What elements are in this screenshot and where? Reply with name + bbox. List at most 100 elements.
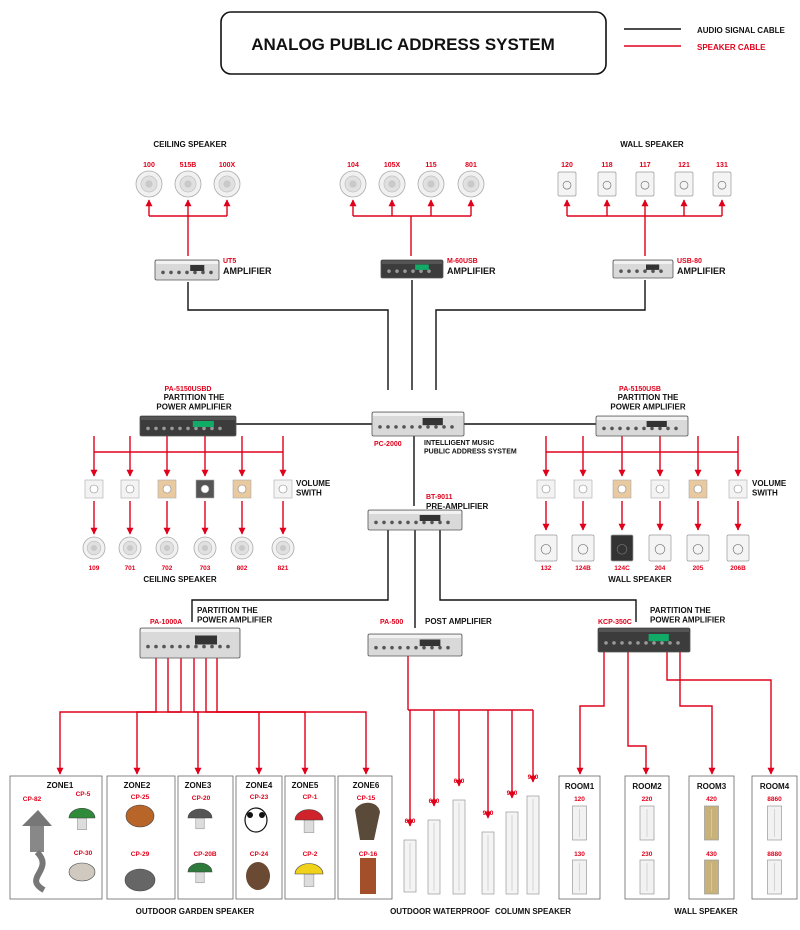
bottom-amp-label: POST AMPLIFIER [425,617,492,626]
knob-icon [427,269,431,273]
model-label: 115 [425,162,436,169]
text-line: POWER AMPLIFIER [650,615,725,624]
chassis [139,627,241,659]
knob-icon [652,641,656,645]
text-line: CP-2 [303,851,318,858]
knob-icon [170,644,174,649]
knob-icon [162,644,166,649]
ceiling-speaker-cone [279,544,287,552]
wall-column-speaker [572,859,587,895]
zone-label: ZONE4 [246,781,273,790]
display-panel [646,421,667,427]
knob-icon [226,644,230,649]
text-line: CP-25 [131,794,150,801]
heading-outdoor-garden: OUTDOOR GARDEN SPEAKER [136,907,255,916]
text-line: AUDIO SIGNAL CABLE [697,26,786,35]
garden-speaker-cap [187,862,213,873]
text-line: 121 [678,162,690,169]
title-frame [220,11,607,75]
model-label: 118 [601,162,612,169]
knob-icon [434,425,438,429]
knob-icon [186,426,190,431]
model-label: CP-30 [74,850,93,857]
model-label: CP-20 [192,795,211,802]
model-label: 801 [465,162,477,169]
knob-icon [398,520,402,525]
knob-icon [659,269,663,273]
room-label: ROOM1 [565,782,595,791]
text-line: AMPLIFIER [447,266,496,276]
volume-control [232,479,252,499]
bottom-amp-model: KCP-350C [598,619,632,626]
text-line: CP-82 [23,796,42,803]
text-line: PUBLIC ADDRESS SYSTEM [424,448,517,455]
model-label: 100 [143,162,155,169]
lantern-speaker-roof [22,810,52,826]
knob-icon [414,645,418,650]
volume-knob-icon [237,484,247,494]
zone-feed [133,658,182,775]
heading-ceiling-mid: CEILING SPEAKER [143,575,217,584]
model-label: CP-20B [193,851,216,858]
knob-icon [634,426,638,431]
knob-icon [178,644,182,649]
room-label: ROOM4 [760,782,790,791]
legend-audio-label: AUDIO SIGNAL CABLE [697,26,786,35]
ceiling-speaker-cone [201,544,209,552]
text-line: PARTITION THE [618,393,679,402]
text-line: 118 [601,162,612,169]
knob-icon [378,425,382,429]
text-line: 220 [642,796,653,803]
text-line: 703 [200,565,211,572]
room-feed [666,652,775,775]
text-line: WALL SPEAKER [620,140,684,149]
wall-speaker [648,534,672,562]
display-panel [419,639,441,647]
wall-speaker [534,534,558,562]
wall-speaker-driver [679,180,689,190]
ceiling-speaker-cone [90,544,98,552]
wall-speaker-driver [717,180,727,190]
labels-layer: ANALOG PUBLIC ADDRESS SYSTEM AUDIO SIGNAL… [23,26,790,916]
text-line: AMPLIFIER [223,266,272,276]
wall-column-speaker [767,805,782,841]
volume-control [120,479,140,499]
knob-icon [430,520,434,525]
model-label: 130 [574,851,585,858]
knob-icon [651,269,655,273]
wall-speaker [597,171,617,197]
wall-speaker-driver [577,544,589,555]
mushroom-speaker-cap [68,807,96,819]
zone-feed [56,658,157,775]
text-line: ROOM3 [697,782,727,791]
ceiling-speaker [271,536,295,560]
text-line: ROOM1 [565,782,595,791]
knob-icon [660,641,664,645]
mushroom-speaker-stem [77,817,87,830]
display-panel [415,264,429,270]
text-line: ANALOG PUBLIC ADDRESS SYSTEM [251,35,555,54]
display-panel [422,418,443,426]
knob-icon [602,426,606,431]
knob-icon [177,270,181,275]
model-label: CP-82 [23,796,42,803]
model-label: 104 [347,162,359,169]
ceiling-speaker [174,170,202,198]
knob-icon [193,270,197,275]
text-line: 117 [639,162,650,169]
devices-layer [9,11,798,900]
text-line: POST AMPLIFIER [425,617,492,626]
wall-speaker-box [557,171,577,197]
ceiling-speaker-cone [388,180,396,188]
text-line: POWER AMPLIFIER [197,615,272,624]
model-label: 701 [125,565,136,572]
display-panel [419,515,441,521]
text-line: POWER AMPLIFIER [156,402,231,411]
model-label: CP-5 [76,791,91,798]
knob-icon [146,644,150,649]
model-label: 515B [180,162,197,169]
amplifier-label: AMPLIFIER [223,266,272,276]
bottom-amp-KCP-350C [597,627,691,653]
